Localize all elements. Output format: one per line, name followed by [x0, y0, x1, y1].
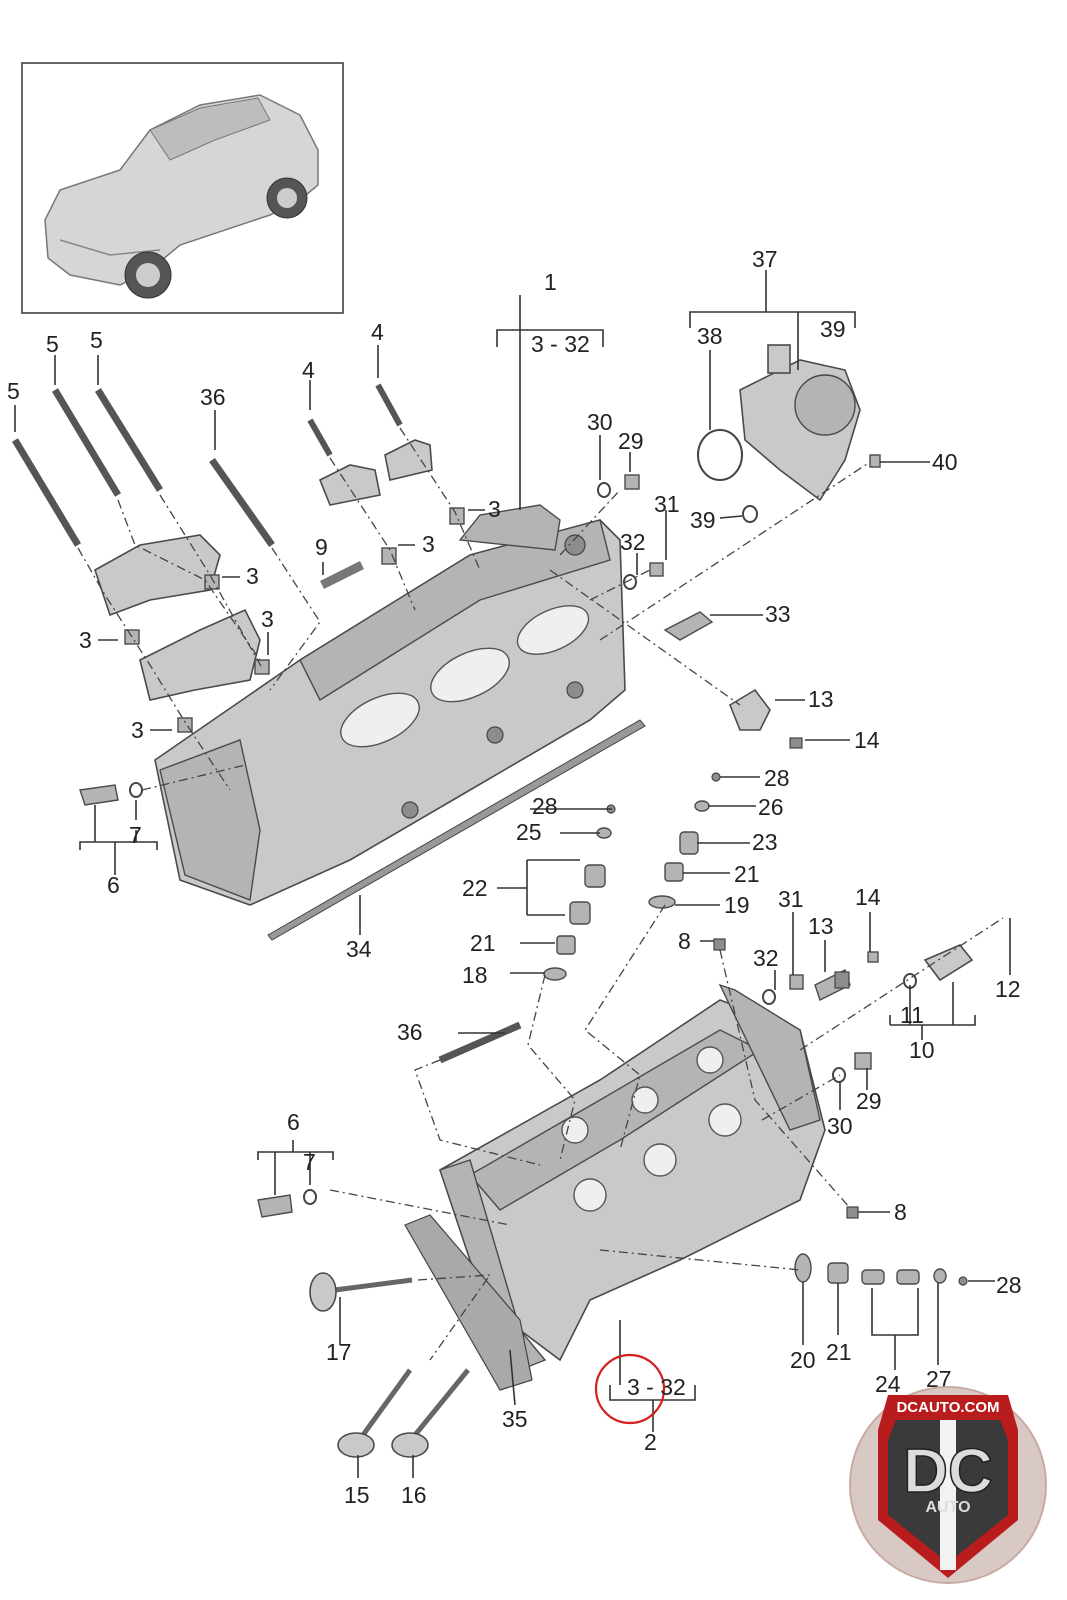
callout-7b: 7 [303, 1149, 316, 1175]
callout-36b: 36 [397, 1019, 423, 1045]
callout-33: 33 [765, 601, 791, 627]
callout-4b: 4 [302, 357, 315, 383]
callout-35: 35 [502, 1406, 528, 1432]
lower-cylinder-head [439, 983, 826, 1371]
callout-3a: 3 [488, 496, 501, 522]
callout-28b: 28 [532, 793, 558, 819]
logo-top-text: DCAUTO.COM [896, 1399, 999, 1416]
callout-28a: 28 [764, 765, 790, 791]
callout-3e: 3 [261, 606, 274, 632]
callout-23: 23 [752, 829, 778, 855]
callout-9: 9 [315, 534, 328, 560]
callout-18: 18 [462, 962, 488, 988]
assembly-lines [77, 427, 1004, 1361]
callout-32a: 32 [620, 529, 646, 555]
dcauto-logo: DCAUTO.COM DC AUTO [849, 1386, 1047, 1584]
callout-5b: 5 [90, 327, 103, 353]
callout-32b: 32 [753, 945, 779, 971]
callout-21c: 21 [826, 1339, 852, 1365]
highlight-circle [594, 1353, 666, 1425]
callout-16: 16 [401, 1482, 427, 1508]
callout-15: 15 [344, 1482, 370, 1508]
callout-31b: 31 [778, 886, 804, 912]
callout-39a: 39 [820, 316, 846, 342]
callout-25: 25 [516, 819, 542, 845]
callout-20: 20 [790, 1347, 816, 1373]
callout-36a: 36 [200, 384, 226, 410]
callout-3b: 3 [422, 531, 435, 557]
long-bolts [11, 383, 403, 590]
callout-3-32-bottom: 3 - 32 [627, 1374, 686, 1400]
callout-31a: 31 [654, 491, 680, 517]
callout-29b: 29 [856, 1088, 882, 1114]
vehicle-thumbnail [21, 62, 344, 314]
vacuum-pump [697, 344, 861, 523]
head-gasket-lower [404, 1214, 533, 1391]
callout-12: 12 [995, 976, 1021, 1002]
callout-6b: 6 [287, 1109, 300, 1135]
callout-22: 22 [462, 875, 488, 901]
leader-lines [14, 270, 1011, 1478]
callout-11: 11 [900, 1002, 924, 1028]
callout-7a: 7 [129, 822, 142, 848]
callout-30a: 30 [587, 409, 613, 435]
callout-8b: 8 [894, 1199, 907, 1225]
callout-labels: 1 3 - 32 37 38 39 4 4 5 5 5 36 30 29 40 … [7, 246, 1022, 1508]
logo-mark: DC [903, 1437, 993, 1506]
callout-29a: 29 [618, 428, 644, 454]
callout-5c: 5 [7, 378, 20, 404]
callout-8a: 8 [678, 928, 691, 954]
callout-6a: 6 [107, 872, 120, 898]
callout-3d: 3 [79, 627, 92, 653]
valves [309, 1272, 470, 1458]
callout-17: 17 [326, 1339, 352, 1365]
callout-10: 10 [909, 1037, 935, 1063]
callout-21a: 21 [734, 861, 760, 887]
callout-38: 38 [697, 323, 723, 349]
upper-cylinder-head [154, 504, 626, 906]
callout-21b: 21 [470, 930, 496, 956]
callout-24: 24 [875, 1371, 901, 1397]
upper-small-parts [79, 454, 881, 806]
callout-3f: 3 [131, 717, 144, 743]
callout-1: 1 [544, 269, 557, 295]
valve-springs [543, 772, 968, 1286]
callout-39b: 39 [690, 507, 716, 533]
callout-28c: 28 [996, 1272, 1022, 1298]
callout-30b: 30 [827, 1113, 853, 1139]
callout-13b: 13 [808, 913, 834, 939]
callout-3c: 3 [246, 563, 259, 589]
callout-40: 40 [932, 449, 958, 475]
callout-34: 34 [346, 936, 372, 962]
head-gasket-upper [267, 719, 646, 941]
camshaft-bearing-caps [94, 439, 433, 701]
callout-2: 2 [644, 1429, 657, 1455]
callout-19: 19 [724, 892, 750, 918]
callout-13a: 13 [808, 686, 834, 712]
callout-14b: 14 [855, 884, 881, 910]
callout-26: 26 [758, 794, 784, 820]
callout-14a: 14 [854, 727, 880, 753]
lower-small-parts [257, 944, 974, 1218]
callout-3-32-top: 3 - 32 [531, 331, 590, 357]
callout-4a: 4 [371, 319, 384, 345]
callout-37: 37 [752, 246, 778, 272]
logo-sub: AUTO [925, 1499, 970, 1516]
callout-5a: 5 [46, 331, 59, 357]
